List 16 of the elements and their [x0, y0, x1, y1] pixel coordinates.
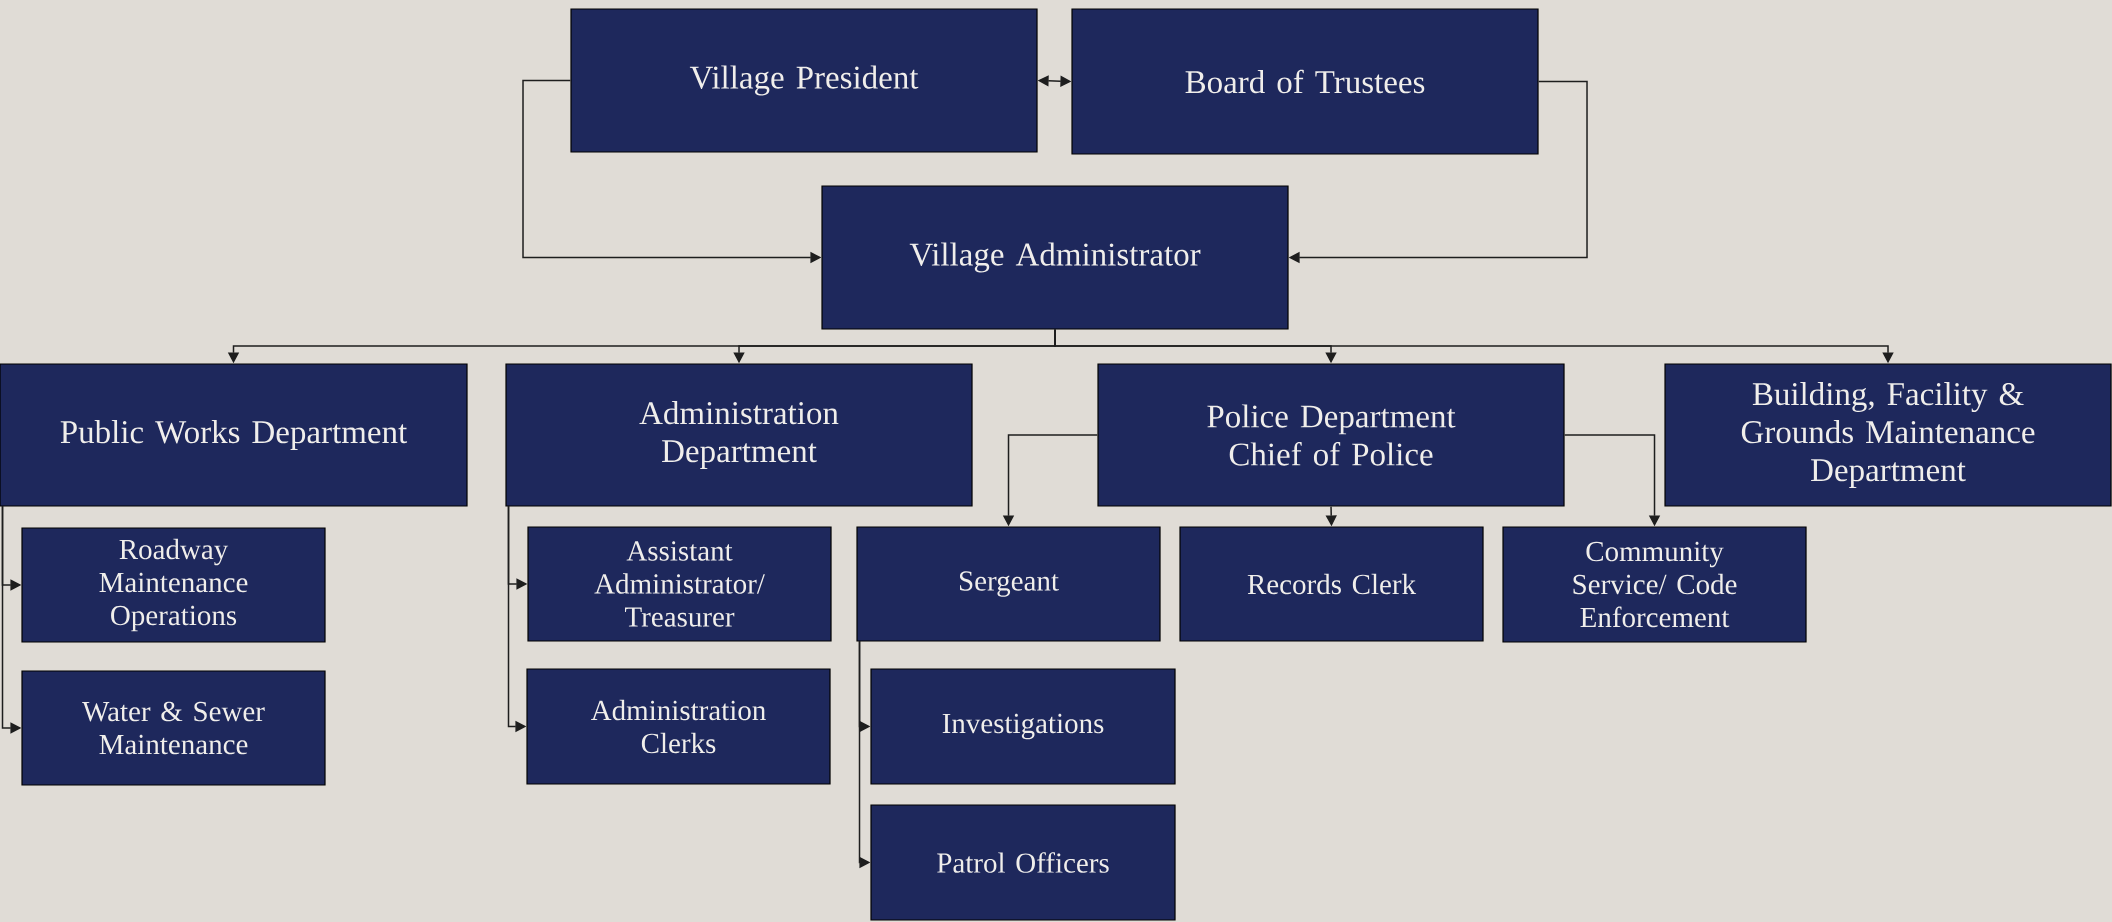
org-box: Administration Department	[505, 363, 973, 507]
org-box: Administration Clerks	[526, 668, 831, 785]
org-box: Building, Facility & Grounds Maintenance Department	[1664, 363, 2112, 507]
org-box: Roadway Maintenance Operations	[21, 527, 326, 643]
org-box: Public Works Department	[0, 363, 468, 507]
org-box: Village Administrator	[821, 185, 1289, 330]
org-box: Patrol Officers	[870, 804, 1176, 921]
org-box: Records Clerk	[1179, 526, 1484, 642]
org-box: Sergeant	[856, 526, 1161, 642]
org-box: Village President	[570, 8, 1038, 153]
org-box: Police Department Chief of Police	[1097, 363, 1565, 507]
org-box: Investigations	[870, 668, 1176, 785]
org-box: Assistant Administrator/ Treasurer	[527, 526, 832, 642]
org-box: Water & Sewer Maintenance	[21, 670, 326, 786]
org-box: Board of Trustees	[1071, 8, 1539, 155]
org-box: Community Service/ Code Enforcement	[1502, 526, 1807, 643]
